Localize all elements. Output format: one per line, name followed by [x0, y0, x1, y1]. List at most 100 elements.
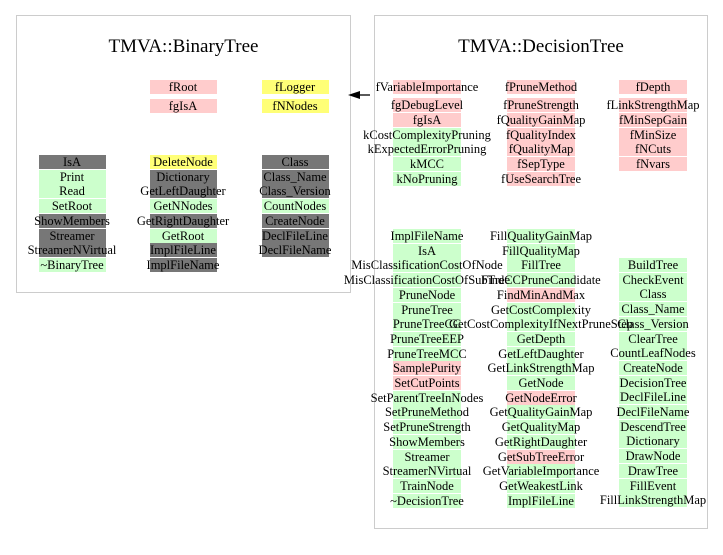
decisiontree-member-item[interactable]: fPruneStrength — [421, 98, 661, 112]
decisiontree-member-item[interactable]: fNvars — [533, 157, 723, 171]
decisiontree-method-item[interactable]: GetVariableImportance — [421, 464, 661, 478]
binarytree-member-item[interactable]: fRoot — [63, 80, 303, 94]
decisiontree-method-item[interactable]: BuildTree — [533, 258, 723, 272]
binarytree-method-item[interactable]: SetRoot — [0, 199, 192, 213]
decisiontree-method-item[interactable]: FillQualityMap — [421, 244, 661, 258]
decisiontree-method-item[interactable]: StreamerNVirtual — [307, 464, 547, 478]
decisiontree-method-item[interactable]: TrainNode — [307, 479, 547, 493]
binarytree-method-item[interactable]: DeleteNode — [63, 155, 303, 169]
binarytree-method-item[interactable]: CreateNode — [175, 214, 415, 228]
decisiontree-member-item[interactable]: fMinSepGain — [533, 113, 723, 127]
decisiontree-method-item[interactable]: Class_Version — [533, 317, 723, 331]
decisiontree-member-item[interactable]: fMinSize — [533, 128, 723, 142]
decisiontree-method-item[interactable]: SetCutPoints — [307, 376, 547, 390]
decisiontree-member-item[interactable]: fQualityGainMap — [421, 113, 661, 127]
decisiontree-member-item[interactable]: fgDebugLevel — [307, 98, 547, 112]
binarytree-method-item[interactable]: Streamer — [0, 229, 192, 243]
decisiontree-method-item[interactable]: PruneTreeMCC — [307, 347, 547, 361]
decisiontree-method-item[interactable]: Streamer — [307, 450, 547, 464]
binarytree-method-item[interactable]: GetLeftDaughter — [63, 184, 303, 198]
decisiontree-member-item[interactable]: fUseSearchTree — [421, 172, 661, 186]
binarytree-method-item[interactable]: Print — [0, 170, 192, 184]
decisiontree-method-item[interactable]: CreateNode — [533, 361, 723, 375]
decisiontree-method-item[interactable]: GetNode — [421, 376, 661, 390]
decisiontree-member-item[interactable]: fSepType — [421, 157, 661, 171]
decisiontree-method-item[interactable]: ImplFileName — [307, 229, 547, 243]
decisiontree-member-item[interactable]: fPruneMethod — [421, 80, 661, 94]
binarytree-method-item[interactable]: DeclFileName — [175, 243, 415, 257]
binarytree-method-item[interactable]: Class — [175, 155, 415, 169]
decisiontree-member-item[interactable]: kExpectedErrorPruning — [307, 142, 547, 156]
decisiontree-method-item[interactable]: Dictionary — [533, 434, 723, 448]
binarytree-method-item[interactable]: StreamerNVirtual — [0, 243, 192, 257]
decisiontree-method-item[interactable]: FindMinAndMax — [421, 288, 661, 302]
binarytree-method-item[interactable]: Class_Version — [175, 184, 415, 198]
decisiontree-member-item[interactable]: fgIsA — [307, 113, 547, 127]
decisiontree-method-item[interactable]: FillEvent — [533, 479, 723, 493]
decisiontree-member-item[interactable]: fLinkStrengthMap — [533, 98, 723, 112]
decisiontree-method-item[interactable]: GetNodeError — [421, 391, 661, 405]
decisiontree-method-item[interactable]: SetPruneMethod — [307, 405, 547, 419]
decisiontree-method-item[interactable]: ~DecisionTree — [307, 494, 547, 508]
decisiontree-method-item[interactable]: DrawTree — [533, 464, 723, 478]
decisiontree-member-item[interactable]: fVariableImportance — [307, 80, 547, 94]
decisiontree-method-item[interactable]: GetQualityGainMap — [421, 405, 661, 419]
decisiontree-method-item[interactable]: ImplFileLine — [421, 494, 661, 508]
decisiontree-method-item[interactable]: ShowMembers — [307, 435, 547, 449]
decisiontree-method-item[interactable]: IsA — [307, 244, 547, 258]
decisiontree-method-item[interactable]: GetLinkStrengthMap — [421, 361, 661, 375]
decisiontree-method-item[interactable]: DeclFileLine — [533, 390, 723, 404]
binarytree-member-item[interactable]: fLogger — [175, 80, 415, 94]
decisiontree-method-item[interactable]: DrawNode — [533, 449, 723, 463]
decisiontree-method-item[interactable]: PruneTreeCC — [307, 317, 547, 331]
binarytree-method-item[interactable]: ~BinaryTree — [0, 258, 192, 272]
decisiontree-method-item[interactable]: GetDepth — [421, 332, 661, 346]
decisiontree-method-item[interactable]: GetWeakestLink — [421, 479, 661, 493]
decisiontree-member-item[interactable]: fDepth — [533, 80, 723, 94]
binarytree-method-item[interactable]: Read — [0, 184, 192, 198]
binarytree-method-item[interactable]: ImplFileLine — [63, 243, 303, 257]
binarytree-method-item[interactable]: ShowMembers — [0, 214, 192, 228]
binarytree-member-item[interactable]: fNNodes — [175, 99, 415, 113]
binarytree-method-item[interactable]: GetRoot — [63, 229, 303, 243]
decisiontree-member-item[interactable]: fQualityIndex — [421, 128, 661, 142]
decisiontree-method-item[interactable]: GetCostComplexity — [421, 303, 661, 317]
decisiontree-member-item[interactable]: kCostComplexityPruning — [307, 128, 547, 142]
decisiontree-method-item[interactable]: GetRightDaughter — [421, 435, 661, 449]
decisiontree-method-item[interactable]: PruneTree — [307, 303, 547, 317]
decisiontree-method-item[interactable]: ClearTree — [533, 332, 723, 346]
decisiontree-method-item[interactable]: SetPruneStrength — [307, 420, 547, 434]
decisiontree-method-item[interactable]: Class_Name — [533, 302, 723, 316]
decisiontree-method-item[interactable]: GetSubTreeError — [421, 450, 661, 464]
binarytree-member-item[interactable]: fgIsA — [63, 99, 303, 113]
binarytree-method-item[interactable]: DeclFileLine — [175, 229, 415, 243]
decisiontree-method-item[interactable]: FillTree — [421, 258, 661, 272]
binarytree-method-item[interactable]: IsA — [0, 155, 192, 169]
decisiontree-member-item[interactable]: kNoPruning — [307, 172, 547, 186]
decisiontree-method-item[interactable]: DescendTree — [533, 420, 723, 434]
binarytree-method-item[interactable]: CountNodes — [175, 199, 415, 213]
decisiontree-method-item[interactable]: PruneTreeEEP — [307, 332, 547, 346]
decisiontree-method-item[interactable]: GetLeftDaughter — [421, 347, 661, 361]
binarytree-method-item[interactable]: ImplFileName — [63, 258, 303, 272]
decisiontree-method-item[interactable]: DecisionTree — [533, 376, 723, 390]
decisiontree-method-item[interactable]: GetQualityMap — [421, 420, 661, 434]
decisiontree-method-item[interactable]: PruneNode — [307, 288, 547, 302]
decisiontree-method-item[interactable]: SamplePurity — [307, 361, 547, 375]
decisiontree-method-item[interactable]: GetCostComplexityIfNextPruneStep — [421, 317, 661, 331]
decisiontree-method-item[interactable]: FillLinkStrengthMap — [533, 493, 723, 507]
decisiontree-method-item[interactable]: Class — [533, 287, 723, 301]
binarytree-method-item[interactable]: GetRightDaughter — [63, 214, 303, 228]
binarytree-method-item[interactable]: Class_Name — [175, 170, 415, 184]
decisiontree-method-item[interactable]: MisClassificationCostOfSubTree — [307, 273, 547, 287]
decisiontree-member-item[interactable]: kMCC — [307, 157, 547, 171]
decisiontree-method-item[interactable]: CheckEvent — [533, 273, 723, 287]
decisiontree-member-item[interactable]: fNCuts — [533, 142, 723, 156]
decisiontree-method-item[interactable]: FillQualityGainMap — [421, 229, 661, 243]
decisiontree-method-item[interactable]: CountLeafNodes — [533, 346, 723, 360]
decisiontree-member-item[interactable]: fQualityMap — [421, 142, 661, 156]
decisiontree-method-item[interactable]: DeclFileName — [533, 405, 723, 419]
decisiontree-method-item[interactable]: MisClassificationCostOfNode — [307, 258, 547, 272]
binarytree-method-item[interactable]: Dictionary — [63, 170, 303, 184]
binarytree-method-item[interactable]: GetNNodes — [63, 199, 303, 213]
